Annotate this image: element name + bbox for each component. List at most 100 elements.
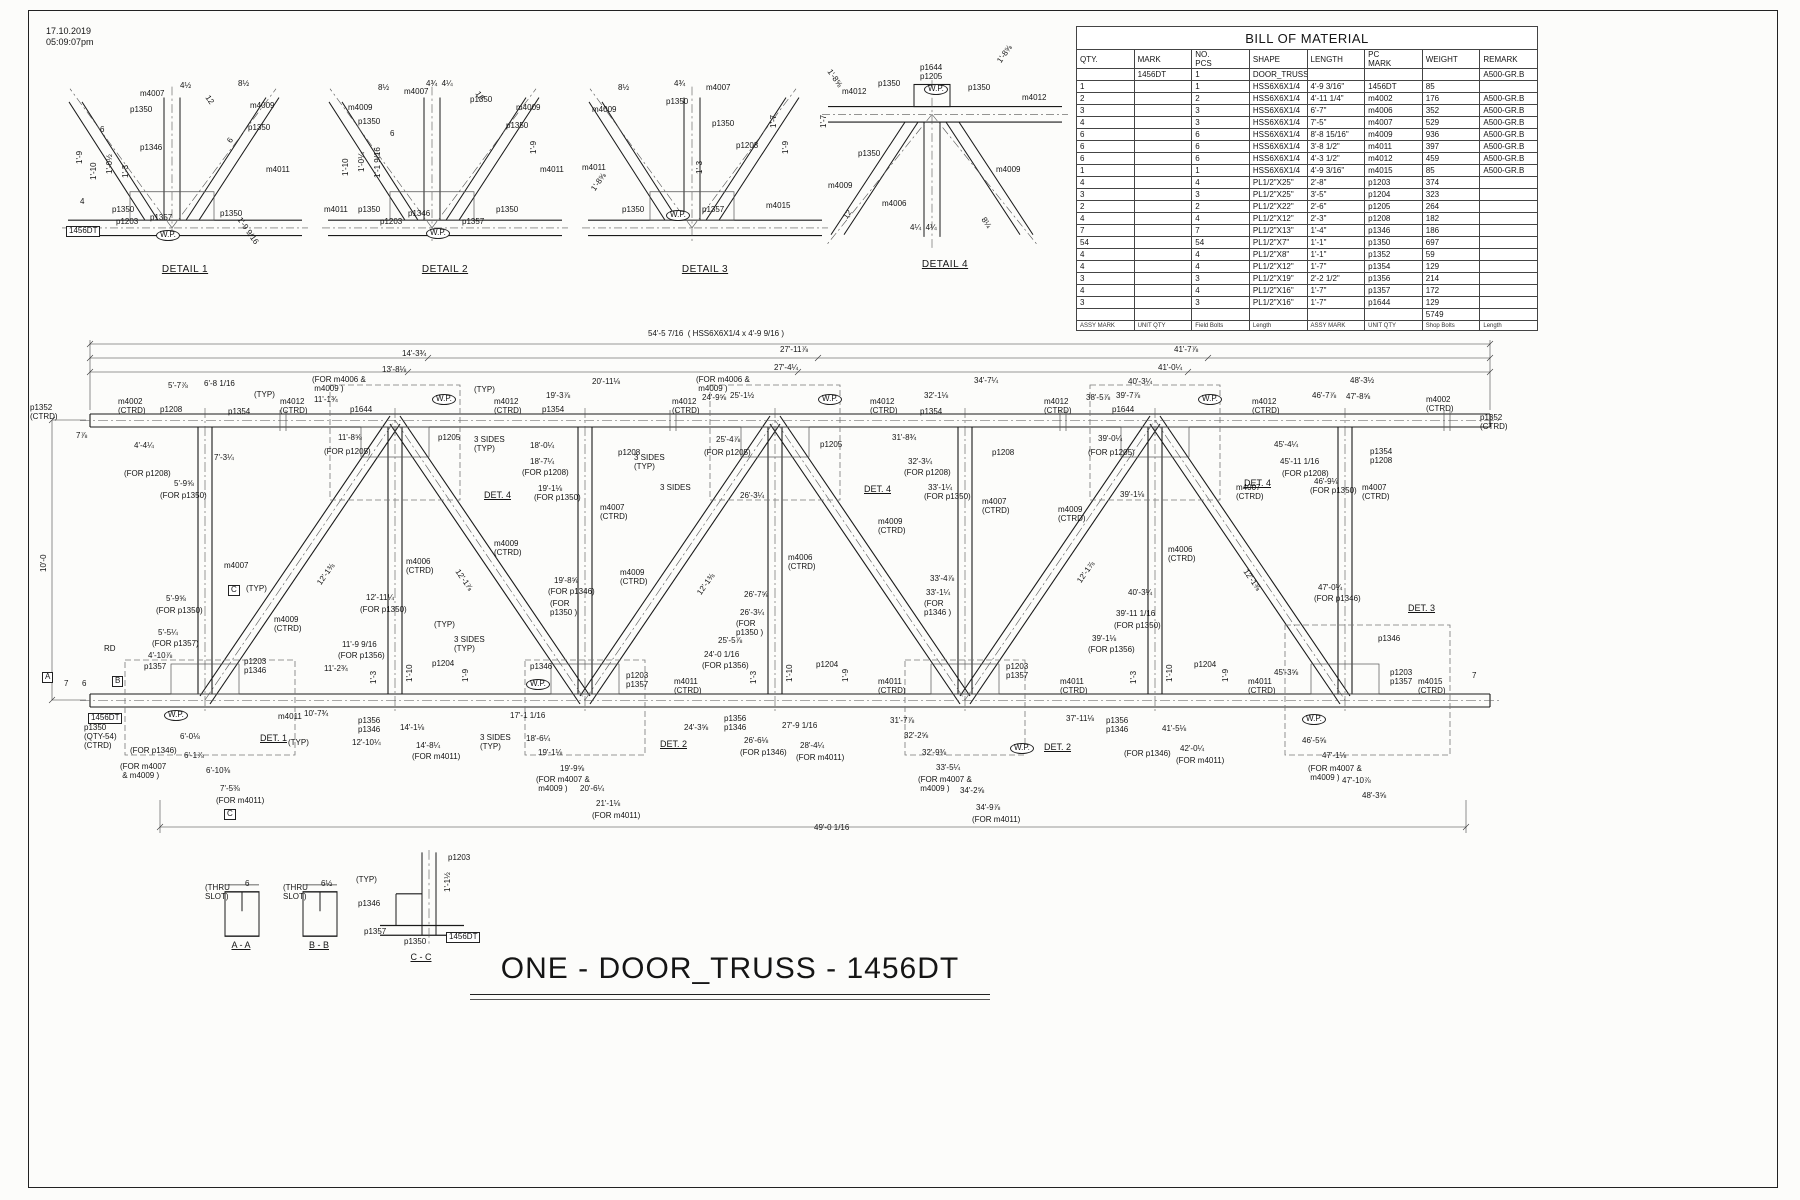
truss-drawing — [48, 340, 1500, 833]
label: m4012 (CTRD) — [1044, 397, 1072, 415]
label: m4012 (CTRD) — [672, 397, 700, 415]
label: p1644 — [350, 405, 373, 414]
label: 7 — [64, 679, 69, 688]
label: (FOR p1350) — [360, 605, 407, 614]
label: DET. 4 — [484, 490, 512, 500]
label: 4¼ 4¼ — [910, 223, 937, 232]
bom-header: MARK — [1133, 49, 1193, 69]
label: p1357 — [364, 927, 387, 936]
label: p1644 — [1112, 405, 1135, 414]
label: 5'-9⅝ — [166, 594, 186, 603]
label: m4009 (CTRD) — [878, 517, 906, 535]
label: W.P. — [426, 228, 450, 239]
label: 38'-5⅞ — [1086, 393, 1111, 402]
label: m4009 — [516, 103, 541, 112]
label: m4011 (CTRD) — [878, 677, 906, 695]
label: (FOR p1350) — [1310, 486, 1357, 495]
label: C — [224, 809, 236, 820]
section-b-b: (THRU SLOT)6½ B - B — [283, 878, 355, 950]
label: (FOR p1346) — [130, 746, 177, 755]
label: m4007 — [140, 89, 165, 98]
label: m4011 (CTRD) — [674, 677, 702, 695]
detail-2-drawing — [322, 86, 568, 245]
label: (TYP) — [254, 390, 275, 399]
label: (FOR p1205) — [704, 448, 751, 457]
label: 1456DT — [66, 226, 101, 237]
label: p1204 — [816, 660, 839, 669]
label: (FOR m4011) — [1176, 756, 1225, 765]
label: (FOR p1357) — [152, 639, 199, 648]
detail-1-drawing — [62, 86, 308, 245]
label: m4011 — [582, 163, 606, 172]
label: (FOR m4007 & m4009 ) — [1308, 764, 1362, 782]
label: m4012 — [842, 87, 867, 96]
label: p1350 — [506, 121, 529, 130]
label: m4009 — [250, 101, 275, 110]
label: 1'-10 — [1165, 664, 1174, 682]
label: 12 — [841, 208, 854, 221]
label: 40'-3¼ — [1128, 377, 1153, 386]
label: 47'-0¼ — [1318, 583, 1343, 592]
label: 32'-2⅝ — [904, 731, 929, 740]
label: 1'-3 — [121, 164, 130, 178]
label: (FOR m4007 & m4009 ) — [536, 775, 590, 793]
label: DET. 2 — [660, 739, 688, 749]
label: p1203 — [380, 217, 403, 226]
detail-3-title: DETAIL 3 — [681, 264, 729, 275]
label: 6'-8 1/16 — [204, 379, 235, 388]
label: (FOR m4011) — [796, 753, 845, 762]
label: 39'-1⅛ — [1120, 490, 1145, 499]
label: 1'-1½ — [443, 872, 452, 892]
label: (FOR p1205) — [324, 447, 371, 456]
label: 10'-7¾ — [304, 709, 329, 718]
label: m4002 (CTRD) — [118, 397, 146, 415]
label: m4009 (CTRD) — [1058, 505, 1086, 523]
label: 45'-11 1/16 — [1280, 457, 1320, 466]
label: m4006 (CTRD) — [788, 553, 816, 571]
label: 12 — [203, 93, 216, 106]
label: 39'-1⅛ — [1092, 634, 1117, 643]
label: m4015 — [766, 201, 791, 210]
label: p1350 — [712, 119, 735, 128]
label: 1'-9 9/16 — [235, 215, 261, 246]
label: 34'-7¼ — [974, 376, 999, 385]
label: (FOR p1346) — [1314, 594, 1361, 603]
label: 11'-9 9/16 — [342, 640, 377, 649]
label: 8½ — [238, 79, 250, 88]
label: p1350 — [220, 209, 243, 218]
label: 33'-1¼ — [928, 483, 953, 492]
label: 6'-1⅞ — [184, 751, 204, 760]
label: 1'-8⅝ — [589, 171, 608, 193]
label: (FOR m4011) — [592, 811, 641, 820]
label: 6'-10⅜ — [206, 766, 231, 775]
label: (FOR p1350 ) — [736, 619, 764, 637]
label: C — [228, 585, 240, 596]
label: W.P. — [526, 679, 550, 690]
label: m4009 (CTRD) — [274, 615, 302, 633]
label: 27'-11⅞ — [780, 345, 809, 354]
label: 5'-5¼ — [158, 628, 178, 637]
label: p1350 — [358, 117, 381, 126]
label: p1350 — [666, 97, 689, 106]
label: 18'-7¼ — [530, 457, 555, 466]
label: RD — [104, 644, 116, 653]
label: (FOR p1346) — [740, 748, 787, 757]
label: p1350 — [112, 205, 135, 214]
label: (FOR p1346) — [548, 587, 595, 596]
label: p1203 p1346 — [244, 657, 267, 675]
label: 11'-1¾ — [314, 395, 338, 404]
label: (FOR p1346 ) — [924, 599, 952, 617]
label: p1354 — [228, 407, 251, 416]
label: 12'-1⅜ — [695, 571, 717, 597]
label: p1356 p1346 — [724, 714, 747, 732]
detail-2-title: DETAIL 2 — [421, 264, 469, 275]
label: 1'-3 — [369, 670, 378, 684]
